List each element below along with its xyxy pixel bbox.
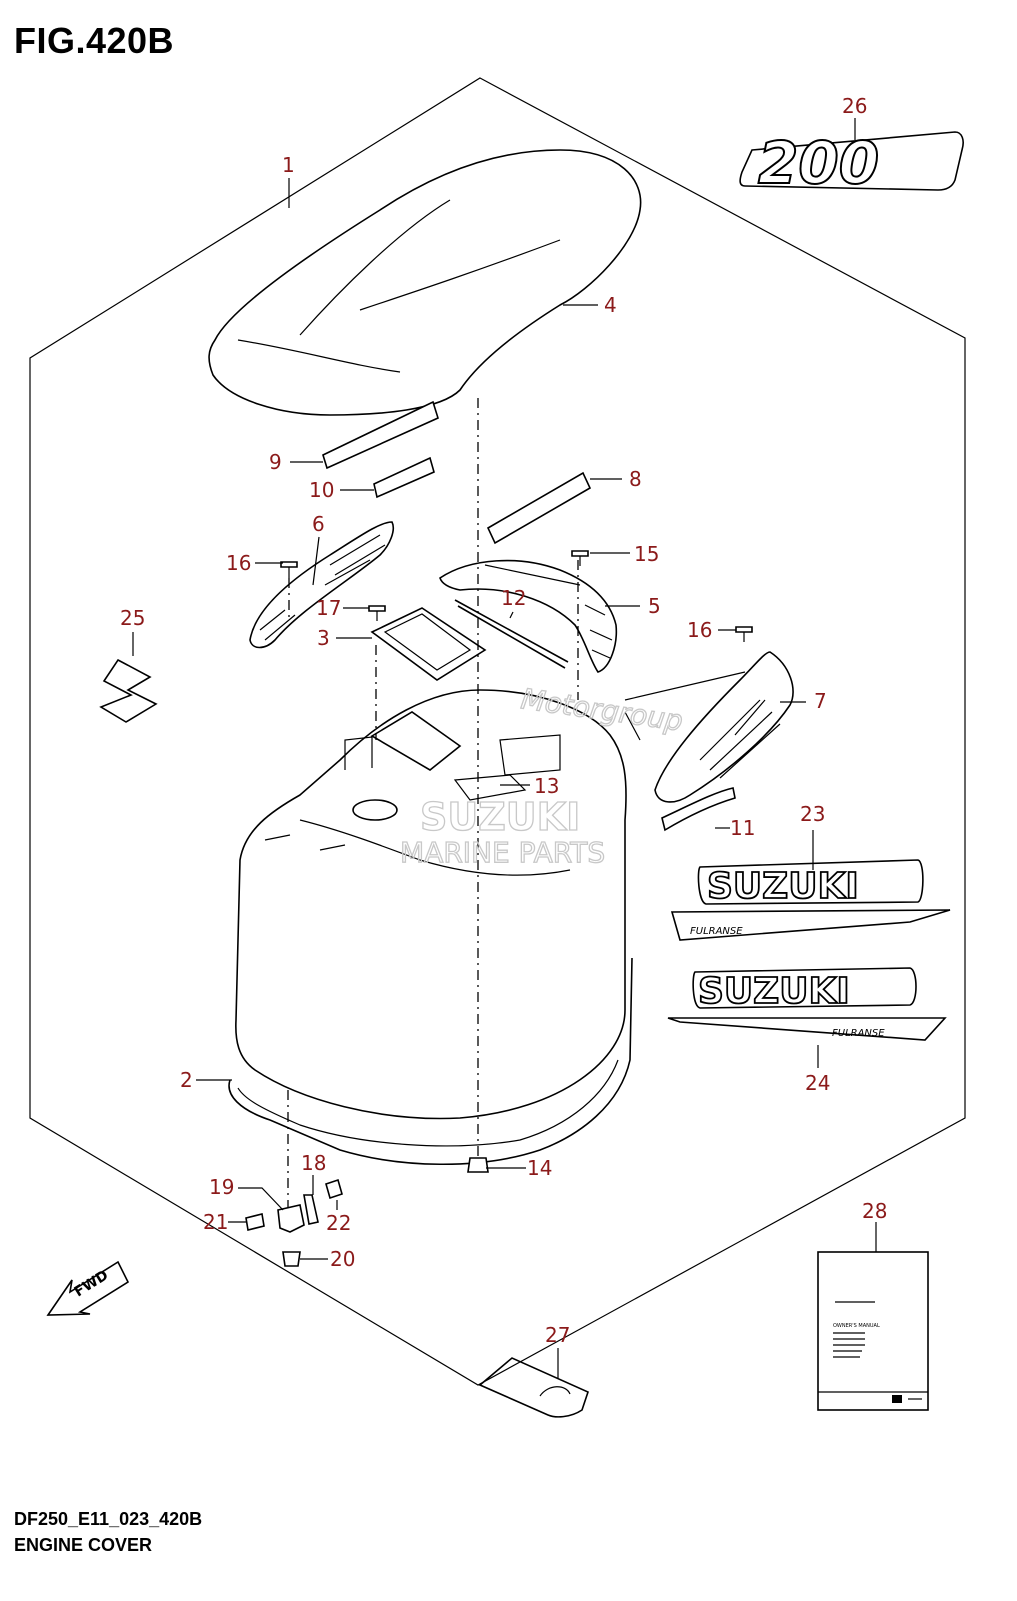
hexagon-frame <box>29 77 966 1386</box>
callout-16-right: 16 <box>687 618 712 642</box>
callout-16-left: 16 <box>226 551 251 575</box>
callout-8: 8 <box>629 467 642 491</box>
part-27-bag <box>478 1357 589 1418</box>
model-number-decal-text: 200 <box>758 129 879 197</box>
brand-decal-text-upper: SUZUKI <box>707 866 859 907</box>
part-2-engine-cover <box>228 689 633 1166</box>
part-16-screw-left <box>280 561 298 578</box>
callout-4: 4 <box>604 293 617 317</box>
callout-20: 20 <box>330 1247 355 1271</box>
brand-decal-text-lower: SUZUKI <box>698 971 850 1012</box>
callout-25: 25 <box>120 606 145 630</box>
part-17-screw <box>368 605 386 621</box>
fwd-arrow-icon: FWD <box>46 1260 130 1316</box>
callout-11: 11 <box>730 816 755 840</box>
part-14-grommet <box>467 1157 489 1173</box>
callout-27: 27 <box>545 1323 570 1347</box>
leader-lines <box>132 118 877 1378</box>
part-24-brand-decal: SUZUKI FULRANSE <box>667 967 947 1041</box>
part-5-right-panel <box>439 559 618 673</box>
manual-title-text: OWNER'S MANUAL <box>833 1323 880 1329</box>
callout-1: 1 <box>282 153 295 177</box>
figure-name: ENGINE COVER <box>14 1535 153 1555</box>
callout-28: 28 <box>862 1199 887 1223</box>
callout-7: 7 <box>814 689 827 713</box>
callout-5: 5 <box>648 594 661 618</box>
part-11-strip <box>661 787 736 832</box>
figure-code: DF250_E11_023_420B <box>14 1509 203 1529</box>
callout-15: 15 <box>634 542 659 566</box>
part-6-left-grille <box>249 521 395 649</box>
part-1-top-cover <box>208 149 642 416</box>
part-8-strip <box>486 471 592 545</box>
callout-18: 18 <box>301 1151 326 1175</box>
part-26-model-decal: 200 <box>739 128 964 198</box>
callout-13: 13 <box>534 774 559 798</box>
callout-12: 12 <box>501 586 526 610</box>
callout-17: 17 <box>316 596 341 620</box>
callout-10: 10 <box>309 478 334 502</box>
callout-6: 6 <box>312 512 325 536</box>
callout-14: 14 <box>527 1156 552 1180</box>
part-28-owners-manual: OWNER'S MANUAL <box>817 1251 929 1411</box>
part-9-strip <box>322 400 439 470</box>
callout-9: 9 <box>269 450 282 474</box>
part-3-gasket <box>370 607 487 681</box>
callout-2: 2 <box>180 1068 193 1092</box>
callout-26: 26 <box>842 94 867 118</box>
watermark-line2: SUZUKI <box>420 795 580 839</box>
part-7-right-grille <box>624 651 794 803</box>
callout-24: 24 <box>805 1071 830 1095</box>
latch-assembly <box>245 1178 343 1267</box>
part-23-brand-decal: SUZUKI FULRANSE <box>670 859 951 941</box>
callout-labels: 1 2 3 4 5 6 7 8 9 10 11 12 13 14 15 16 1… <box>120 94 887 1347</box>
callout-3: 3 <box>317 626 330 650</box>
manual-logo-mark <box>892 1395 902 1403</box>
watermark-line3: MARINE PARTS <box>400 836 605 869</box>
part-25-s-emblem <box>99 658 158 723</box>
callout-23: 23 <box>800 802 825 826</box>
part-15-screw <box>571 550 589 566</box>
stripe-text-lower: FULRANSE <box>832 1028 885 1039</box>
watermark-line1: Motorgroup <box>519 682 685 737</box>
figure-title: FIG.420B <box>14 20 175 61</box>
part-12-strip <box>454 599 569 669</box>
stripe-text-upper: FULRANSE <box>690 926 743 937</box>
part-10-strip <box>373 456 435 499</box>
callout-19: 19 <box>209 1175 234 1199</box>
part-16-screw-right <box>735 626 753 642</box>
callout-22: 22 <box>326 1211 351 1235</box>
callout-21: 21 <box>203 1210 228 1234</box>
